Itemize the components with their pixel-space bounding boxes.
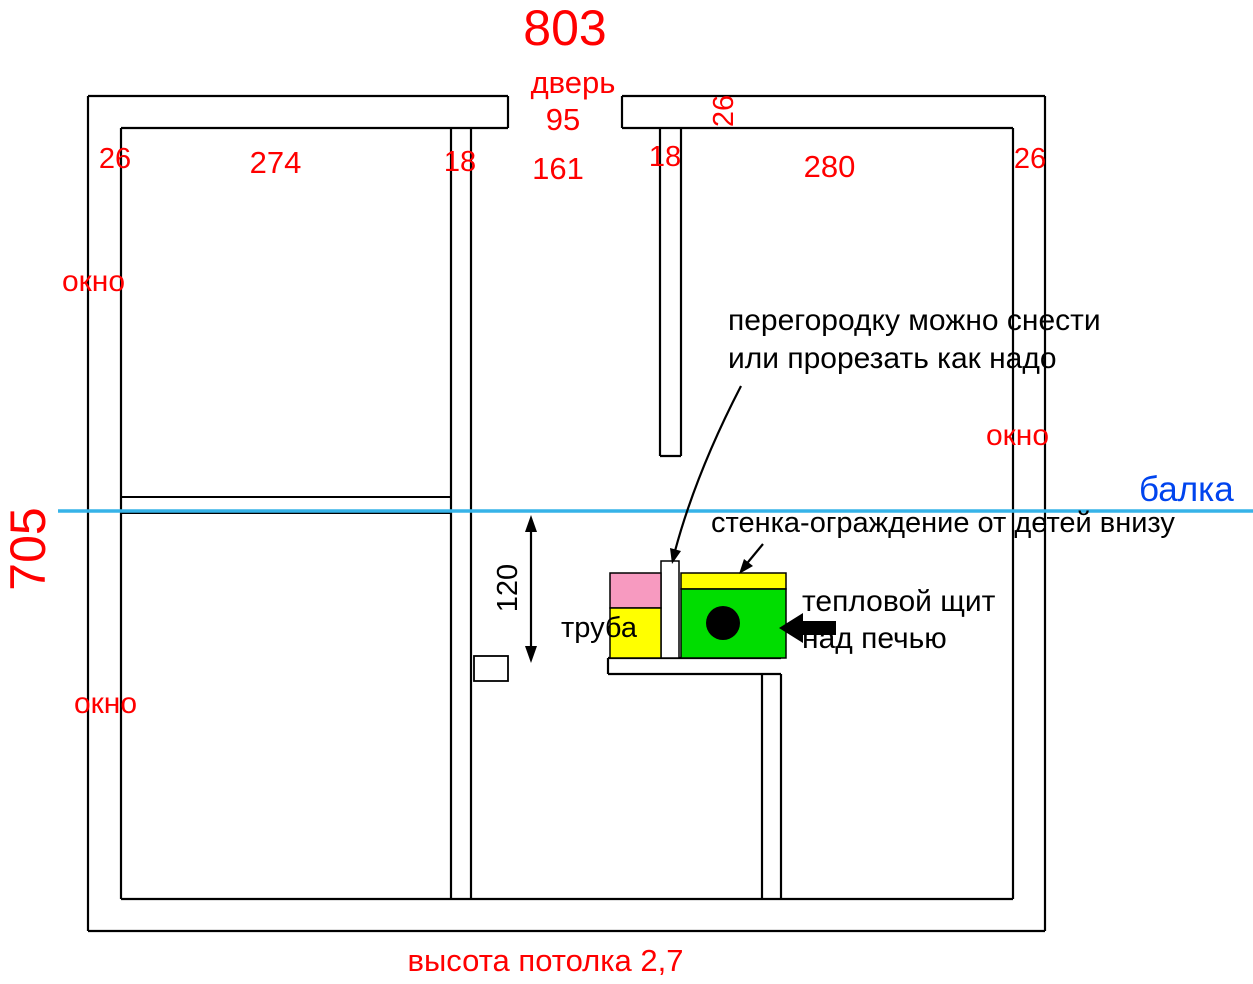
door-label: дверь [530, 65, 616, 100]
wall-stub [473, 655, 509, 682]
dim-120-arrowhead-bottom [525, 646, 537, 663]
note-heat-shield: тепловой щит над печью [802, 583, 995, 657]
beam-edge-lines [121, 496, 451, 514]
dim-top-wall-left: 26 [98, 143, 132, 175]
window-label-left-bottom: окно [74, 687, 138, 720]
note-heat-shield-line2: над печью [802, 622, 947, 655]
dim-top-wall-right: 26 [1013, 143, 1047, 175]
heat-shield-arrow [779, 613, 836, 643]
fence-arrowhead [739, 559, 753, 574]
dim-partition-thickness: 26 [708, 94, 740, 128]
stove-counter-walls [606, 656, 783, 899]
dim-total-height: 705 [0, 507, 56, 591]
dim-120-arrowhead-top [525, 515, 537, 532]
interior-wall [449, 128, 473, 899]
beam-label: балка [1139, 470, 1234, 509]
dim-door-width: 95 [545, 102, 581, 137]
dim-hall-width: 161 [532, 151, 584, 186]
note-child-fence: стенка-ограждение от детей внизу [711, 507, 1175, 539]
flue-gap [660, 560, 680, 659]
window-label-right: окно [986, 419, 1050, 452]
child-fence-strip [680, 572, 787, 590]
ceiling-height-label: высота потолка 2,7 [407, 943, 684, 978]
note-partition: перегородку можно снести или прорезать к… [728, 302, 1101, 378]
dim-total-width: 803 [523, 0, 607, 56]
partition-wall [658, 128, 683, 458]
dim-inner-wall-right: 18 [648, 141, 682, 173]
note-partition-line1: перегородку можно снести [728, 304, 1101, 337]
dim-beam-to-counter: 120 [492, 563, 524, 613]
dim-inner-wall-left: 18 [443, 146, 477, 178]
partition-arrowhead [670, 548, 681, 564]
chimney-yellow-block [609, 607, 662, 659]
note-partition-line2: или прорезать как надо [728, 342, 1057, 375]
dim-room-left-width: 274 [249, 145, 302, 180]
note-heat-shield-line1: тепловой щит [802, 585, 996, 618]
chimney-label: труба [561, 612, 637, 644]
chimney-pink-block [609, 572, 662, 609]
stove-opening [706, 606, 740, 640]
window-label-left-top: окно [62, 265, 126, 298]
outer-walls [86, 94, 1047, 933]
dim-room-right-width: 280 [803, 149, 856, 184]
partition-leader-line [673, 385, 742, 552]
